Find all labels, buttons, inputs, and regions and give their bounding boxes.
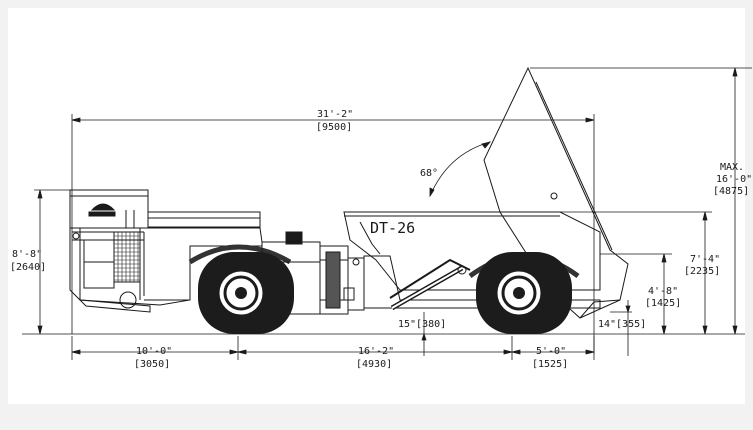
radiator-grille bbox=[113, 231, 141, 283]
canopy-height-mm: [2640] bbox=[10, 262, 46, 273]
dump-angle-label: 68° bbox=[420, 168, 438, 179]
operator-seat-icon bbox=[88, 203, 116, 217]
tail-clearance: 14"[355] bbox=[598, 319, 646, 330]
rear-overhang-ft: 5'-0" bbox=[536, 346, 566, 357]
hoist-cylinder bbox=[390, 265, 467, 311]
ground-clearance: 15"[380] bbox=[398, 319, 446, 330]
max-dump-label: MAX. bbox=[720, 162, 744, 173]
engine-hood bbox=[147, 211, 261, 228]
overall-length-ft: 31'-2" bbox=[317, 109, 353, 120]
rear-overhang-mm: [1525] bbox=[532, 359, 568, 370]
drawing-sheet bbox=[8, 8, 745, 404]
dimension-lines bbox=[22, 67, 752, 360]
overall-length-mm: [9500] bbox=[316, 122, 352, 133]
front-wheel bbox=[198, 252, 294, 334]
canopy-height-ft: 8'-8" bbox=[12, 249, 42, 260]
dump-clearance-mm: [1425] bbox=[645, 298, 681, 309]
box-height-mm: [2235] bbox=[684, 266, 720, 277]
wheelbase-ft: 16'-2" bbox=[358, 346, 394, 357]
wheelbase-mm: [4930] bbox=[356, 359, 392, 370]
model-label: DT-26 bbox=[370, 219, 415, 237]
front-step bbox=[119, 291, 137, 309]
dump-clearance-ft: 4'-8" bbox=[648, 286, 678, 297]
rear-chassis bbox=[363, 255, 601, 309]
front-fender bbox=[188, 244, 292, 265]
max-dump-height-ft: 16'-0" bbox=[716, 174, 752, 185]
front-bumper bbox=[78, 299, 151, 313]
box-height-ft: 7'-4" bbox=[690, 254, 720, 265]
front-frame bbox=[69, 227, 263, 306]
front-overhang-ft: 10'-0" bbox=[136, 346, 172, 357]
max-dump-height-mm: [4875] bbox=[713, 186, 749, 197]
rear-wheel bbox=[476, 252, 572, 334]
front-overhang-mm: [3050] bbox=[134, 359, 170, 370]
